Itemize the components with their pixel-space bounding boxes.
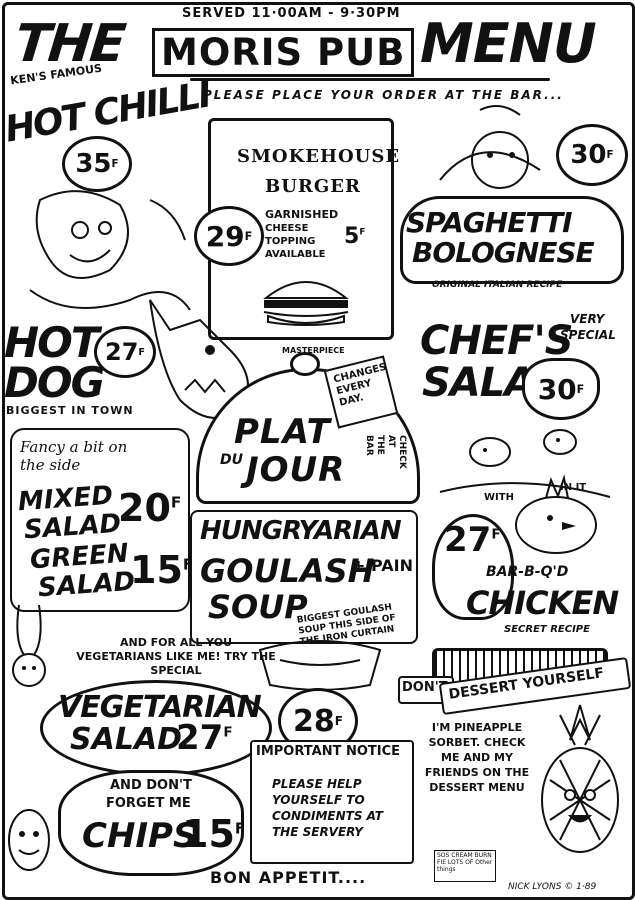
chefs-salad-currency: F bbox=[576, 382, 585, 396]
dessert-sign-text: SOS CREAM BURN FIE LOTS OF Other things bbox=[437, 852, 493, 873]
chicken-price: 27F bbox=[444, 520, 501, 560]
burger-artist-tag: MASTERPIECE bbox=[282, 346, 345, 355]
spaghetti-name-1: SPAGHETTI bbox=[406, 206, 573, 239]
chip-character-icon bbox=[8, 809, 50, 871]
salad-bugs-doodle-icon bbox=[439, 429, 611, 498]
bon-appetit: BON APPETIT.... bbox=[210, 868, 367, 887]
chips-burst bbox=[58, 770, 244, 876]
goulash-pot-icon bbox=[258, 640, 382, 690]
plat-name-2: JOUR bbox=[246, 450, 346, 490]
chips-currency: F bbox=[234, 819, 246, 838]
plat-du: DU bbox=[220, 452, 243, 468]
plat-check: CHECK AT THE BAR bbox=[364, 435, 407, 469]
burger-icon bbox=[263, 281, 349, 326]
chicken-with: WITH bbox=[484, 492, 514, 503]
chefs-salad-very: VERY bbox=[570, 312, 605, 326]
burger-garnished: GARNISHED bbox=[265, 208, 339, 221]
burger-cheese-price: 5F bbox=[344, 224, 365, 249]
goulash-price: 28 bbox=[293, 703, 335, 739]
goulash-line-2: GOULASH bbox=[200, 552, 375, 590]
hot-dog-currency: F bbox=[138, 346, 145, 358]
chips-name: CHIPS bbox=[82, 816, 198, 856]
burger-name-2: BURGER bbox=[265, 176, 361, 197]
goulash-line-1: HUNGRYARIAN bbox=[200, 516, 402, 546]
burger-cheese-value: 5 bbox=[344, 224, 360, 249]
mixed-salad-currency: F bbox=[170, 493, 182, 512]
hot-dog-sub: BIGGEST IN TOWN bbox=[6, 404, 134, 417]
order-note: PLEASE PLACE YOUR ORDER AT THE BAR... bbox=[203, 88, 564, 102]
chicken-name-2: CHICKEN bbox=[466, 584, 619, 622]
served-hours: SERVED 11·00AM - 9·30PM bbox=[182, 6, 401, 21]
spaghetti-price: 30 bbox=[570, 140, 607, 170]
hot-dog-price: 27 bbox=[105, 338, 139, 366]
vegetarian-name-1: VEGETARIAN bbox=[58, 690, 262, 725]
spaghetti-name-2: BOLOGNESE bbox=[412, 236, 595, 269]
spaghetti-sub: ORIGINAL ITALIAN RECIPE bbox=[432, 280, 563, 290]
notice-panel bbox=[250, 740, 414, 864]
goulash-line-3: SOUP bbox=[208, 588, 308, 626]
goulash-panel bbox=[190, 510, 418, 644]
chicken-character-icon bbox=[515, 474, 597, 554]
notice-title: IMPORTANT NOTICE bbox=[256, 744, 401, 759]
spaghetti-pot bbox=[400, 196, 624, 284]
vegetarian-bubble bbox=[40, 680, 272, 776]
mixed-salad-price-value: 20 bbox=[118, 486, 171, 530]
chicken-name-1: BAR-B-Q'D bbox=[486, 564, 569, 580]
chicken-sub: SECRET RECIPE bbox=[504, 624, 590, 635]
title-menu: MENU bbox=[420, 12, 597, 75]
chicken-currency: F bbox=[491, 526, 501, 543]
chefs-salad-name-1: CHEF'S bbox=[420, 318, 574, 364]
chips-price: 15F bbox=[182, 812, 245, 856]
chefs-salad-special: SPECIAL bbox=[560, 328, 616, 342]
chips-line-2: FORGET ME bbox=[106, 796, 191, 811]
header-underline bbox=[190, 78, 550, 81]
burger-name-1: SMOKEHOUSE bbox=[237, 146, 401, 167]
mixed-salad-price: 20F bbox=[118, 486, 181, 530]
dessert-pineapple-text: I'M PINEAPPLE SORBET. CHECK ME AND MY FR… bbox=[424, 721, 530, 794]
pineapple-character-icon bbox=[541, 704, 619, 853]
hot-chilli-price: 35 bbox=[75, 149, 112, 179]
chicken-init: IN IT bbox=[560, 482, 587, 493]
chips-line-1: AND DON'T bbox=[110, 778, 192, 793]
vegetarian-price: 27F bbox=[176, 718, 233, 758]
burger-cheese-text: CHEESE TOPPING AVAILABLE bbox=[265, 223, 326, 260]
side-salad-panel bbox=[10, 428, 190, 612]
goulash-currency: F bbox=[334, 714, 343, 728]
green-salad-price-value: 15 bbox=[130, 548, 183, 592]
notice-body: PLEASE HELP YOURSELF TO CONDIMENTS AT TH… bbox=[272, 777, 383, 839]
burger-cheese-currency: F bbox=[359, 227, 366, 238]
green-salad-price: 15F bbox=[130, 548, 193, 592]
chicken-price-value: 27 bbox=[444, 520, 492, 560]
plat-name-1: PLAT bbox=[234, 412, 331, 452]
cloche-handle-icon bbox=[290, 352, 320, 376]
chefs-salad-price: 30 bbox=[537, 372, 577, 406]
hot-dog-name-2: DOG bbox=[4, 358, 105, 407]
vegetarian-price-value: 27 bbox=[176, 718, 224, 758]
vegetarian-intro: AND FOR ALL YOU VEGETARIANS LIKE ME! TRY… bbox=[76, 636, 276, 677]
chips-price-value: 15 bbox=[182, 812, 235, 856]
vegetarian-currency: F bbox=[223, 724, 233, 741]
hot-dog-name-1: HOT bbox=[4, 318, 100, 367]
goulash-plus: + PAIN bbox=[352, 556, 413, 575]
chicken-bulb-icon bbox=[432, 514, 514, 620]
burger-price: 29 bbox=[205, 219, 245, 253]
burger-currency: F bbox=[244, 229, 253, 243]
dessert-dont: DON'T bbox=[402, 680, 448, 695]
side-fancy: Fancy a bit on the side bbox=[20, 438, 128, 474]
rabbit-doodle-icon bbox=[12, 604, 46, 687]
chef-doodle-icon bbox=[29, 190, 191, 311]
title-pub-name: MORIS PUB bbox=[152, 28, 415, 77]
spaghetti-chef-doodle-icon bbox=[439, 105, 541, 189]
dessert-sign bbox=[434, 850, 496, 882]
artist-signature: NICK LYONS © 1·89 bbox=[508, 882, 597, 892]
hot-chilli-currency: F bbox=[111, 158, 119, 170]
spaghetti-currency: F bbox=[606, 149, 614, 161]
green-salad-currency: F bbox=[182, 555, 194, 574]
vegetarian-name-2: SALAD bbox=[70, 722, 183, 757]
